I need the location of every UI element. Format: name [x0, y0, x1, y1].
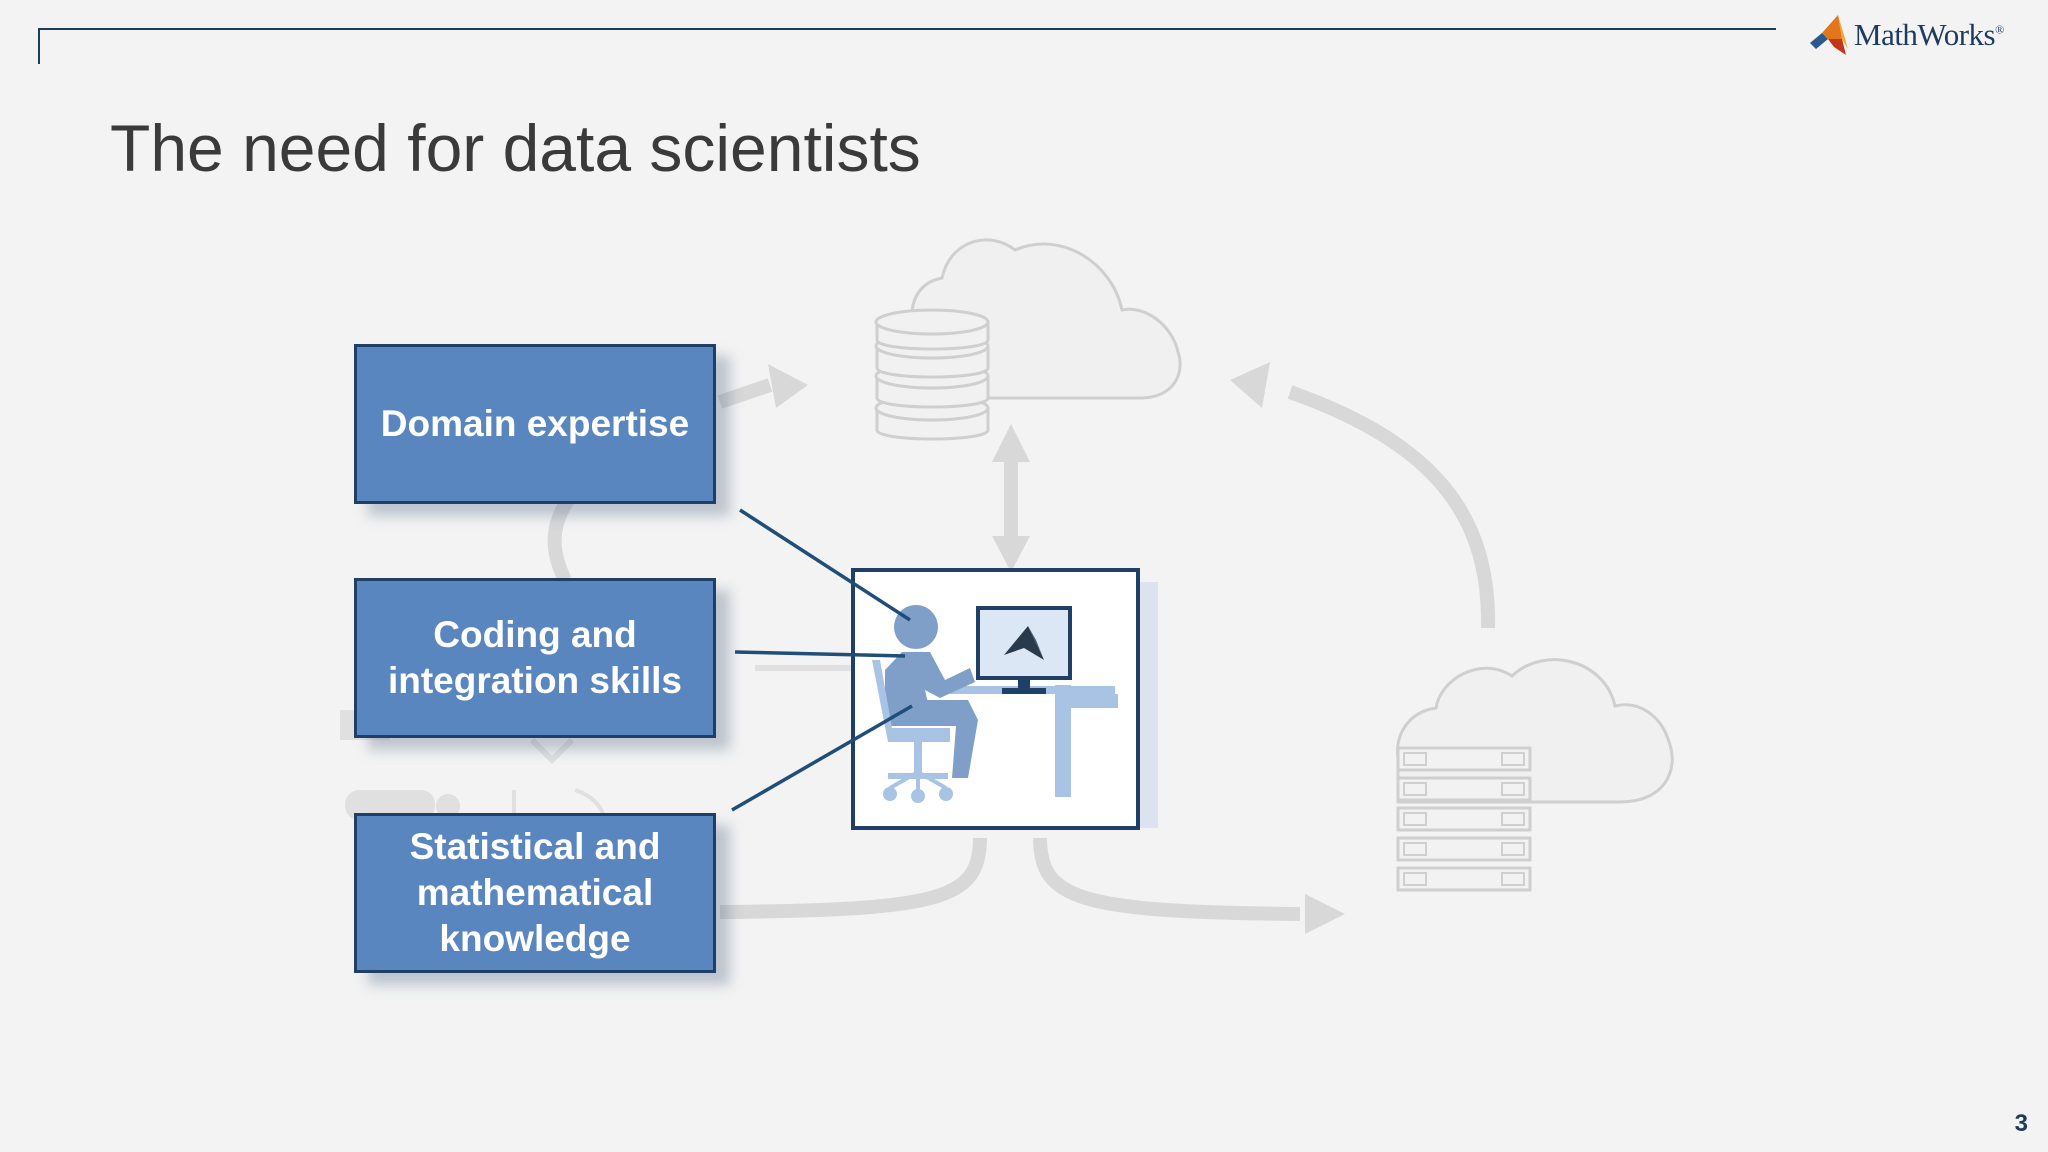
faded-curve-bottom-right — [1033, 837, 1301, 921]
cloud-database-icon — [874, 238, 1182, 441]
skill-box-coding-integration: Coding and integration skills — [354, 578, 716, 738]
logo-text: MathWorks® — [1854, 17, 2004, 52]
header-rule — [38, 28, 1776, 30]
connector-statistics — [731, 704, 913, 812]
faded-arrowhead-cloud — [1230, 362, 1270, 408]
faded-arrowhead-down — [992, 536, 1030, 572]
cloud-server-icon — [1396, 658, 1674, 892]
page-title: The need for data scientists — [110, 111, 921, 185]
connector-domain — [739, 508, 911, 622]
faded-arrowhead-database — [768, 364, 808, 408]
faded-arrow-to-database — [717, 378, 773, 409]
skill-label: Statistical and mathematical knowledge — [409, 826, 661, 959]
faded-arc-right — [1287, 385, 1496, 629]
page-number: 3 — [2014, 1110, 2028, 1137]
skill-connectors — [731, 508, 913, 812]
faded-curve-bottom-left — [719, 837, 987, 919]
membrane-logo-icon — [1810, 15, 1848, 55]
faded-arrowhead-servers — [1305, 894, 1345, 934]
header-rule-tick — [38, 28, 40, 64]
connector-coding — [734, 650, 906, 658]
faded-arrowhead-up — [992, 424, 1030, 462]
mathworks-logo: MathWorks® — [1808, 10, 2004, 60]
skill-label: Domain expertise — [380, 403, 690, 444]
skill-box-statistical-mathematical: Statistical and mathematical knowledge — [354, 813, 716, 973]
skill-box-domain-expertise: Domain expertise — [354, 344, 716, 504]
skill-label: Coding and integration skills — [387, 614, 682, 701]
